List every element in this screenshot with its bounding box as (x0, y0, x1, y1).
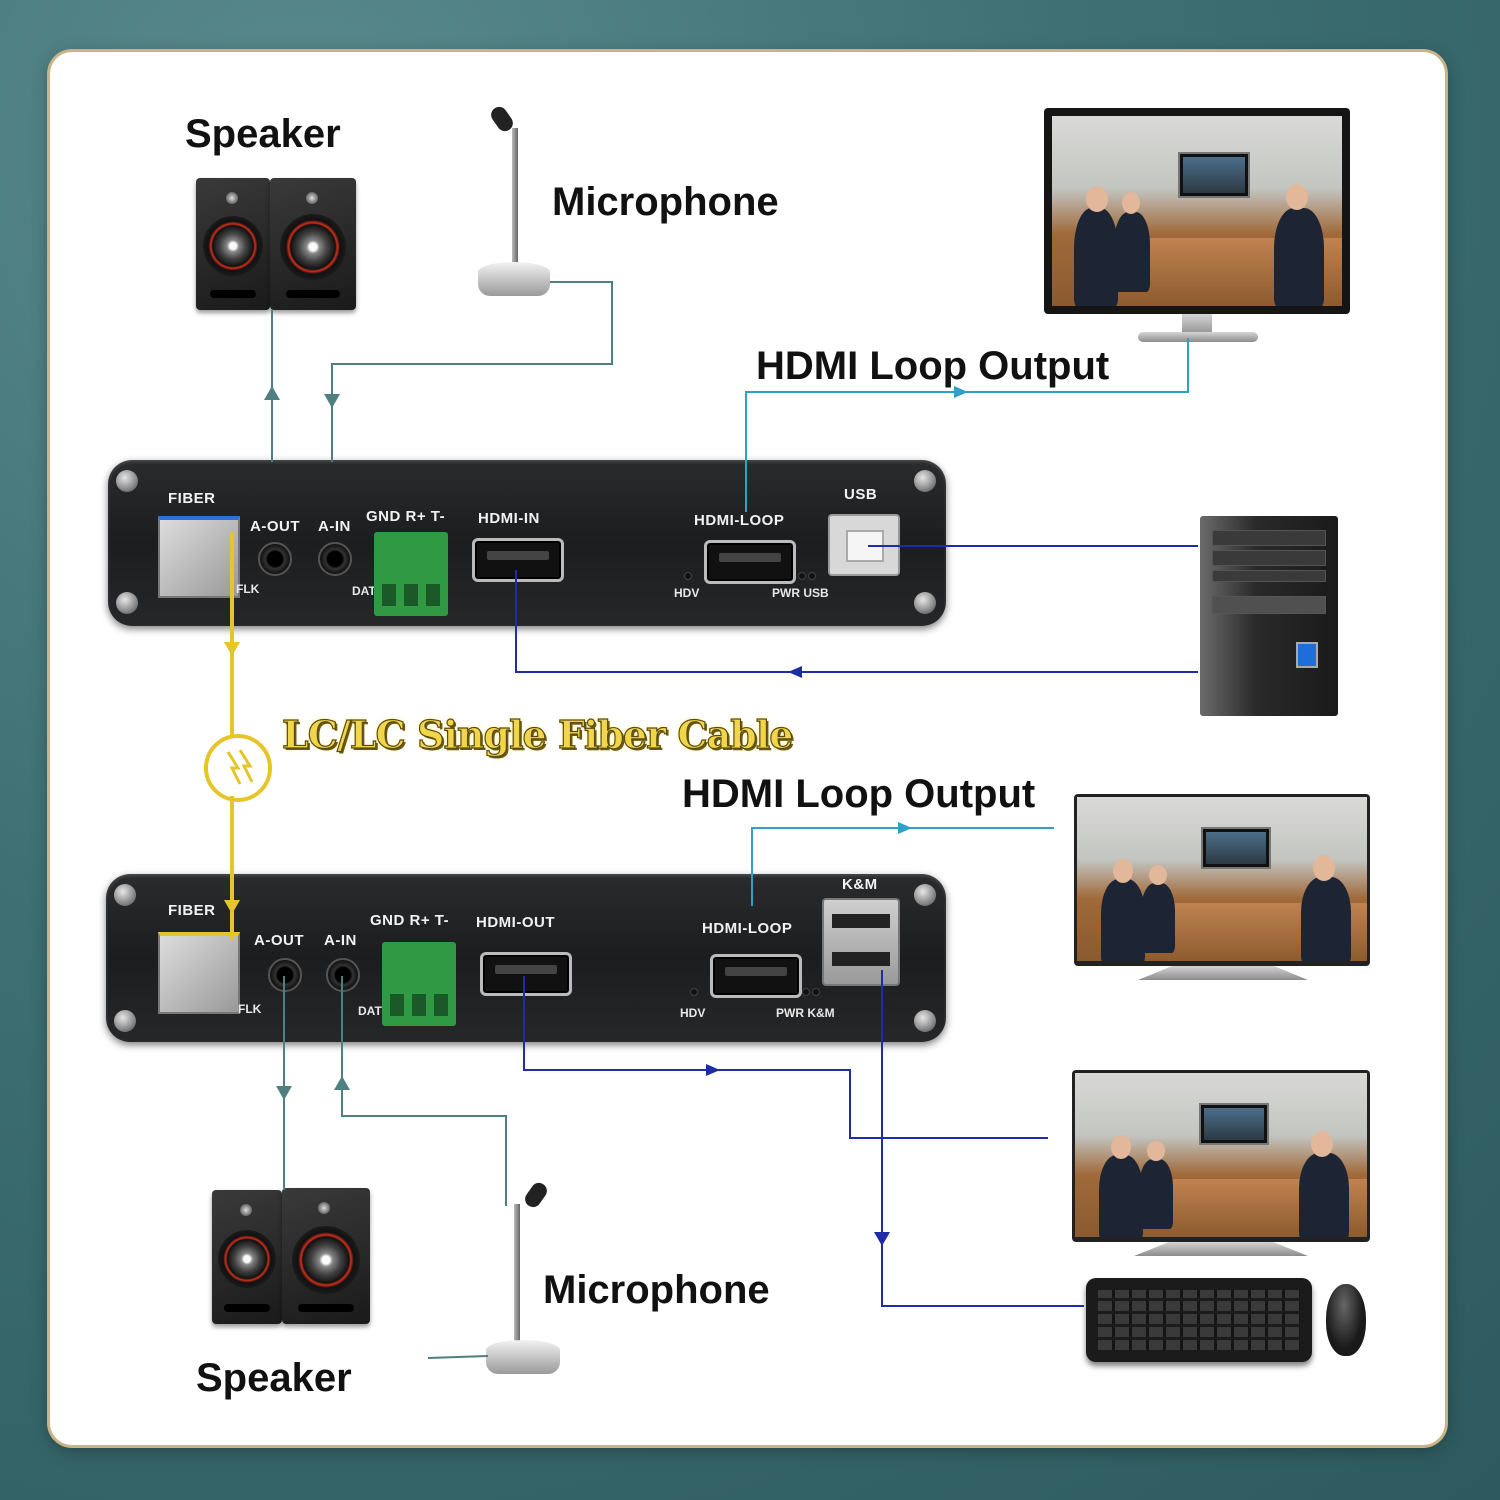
a-out-label: A-OUT (250, 518, 300, 535)
hdmi-loop-label: HDMI-LOOP (694, 512, 785, 529)
bottom-microphone-label: Microphone (543, 1268, 770, 1312)
hdv-label: HDV (674, 586, 700, 600)
hdmi-loop-label: HDMI-LOOP (702, 920, 793, 937)
hdmi-in-port (472, 538, 564, 582)
top-transmitter-panel: FIBER FLK A-OUT A-IN DAT GND R+ T- HDMI-… (108, 460, 946, 626)
keyboard-icon (1086, 1278, 1312, 1362)
hdmi-loop-port (704, 540, 796, 584)
fiber-cable-label: LC/LC Single Fiber Cable (281, 711, 794, 757)
terminal-label: GND R+ T- (370, 912, 450, 929)
hdmi-loop-port (710, 954, 802, 998)
fiber-sfp-port (158, 516, 240, 598)
usb-a-ports (822, 898, 900, 986)
dat-label: DAT (352, 584, 376, 598)
mouse-icon (1326, 1284, 1366, 1356)
pwr-km-label: PWR K&M (776, 1006, 835, 1020)
usb-b-port (828, 514, 900, 576)
fiber-sfp-port (158, 932, 240, 1014)
usb-label: USB (844, 486, 878, 503)
top-hdmi-loop-output-label: HDMI Loop Output (756, 344, 1110, 388)
a-out-label: A-OUT (254, 932, 304, 949)
a-in-jack (326, 958, 360, 992)
hdv-label: HDV (680, 1006, 706, 1020)
flk-label: FLK (238, 1002, 262, 1016)
fiber-port-label: FIBER (168, 902, 216, 919)
fiber-port-label: FIBER (168, 490, 216, 507)
top-speaker-label: Speaker (185, 112, 341, 156)
bottom-receiver-panel: FIBER FLK A-OUT A-IN DAT GND R+ T- HDMI-… (106, 874, 946, 1042)
hdmi-out-port (480, 952, 572, 996)
hdmi-in-label: HDMI-IN (478, 510, 540, 527)
fiber-lightning-icon (204, 734, 272, 802)
bottom-hdmi-loop-output-label: HDMI Loop Output (682, 772, 1036, 816)
a-out-jack (258, 542, 292, 576)
pwr-usb-label: PWR USB (772, 586, 829, 600)
a-out-jack (268, 958, 302, 992)
dat-label: DAT (358, 1004, 382, 1018)
terminal-block (374, 532, 448, 616)
terminal-label: GND R+ T- (366, 508, 446, 525)
km-label: K&M (842, 876, 878, 893)
bottom-speaker-label: Speaker (196, 1356, 352, 1400)
flk-label: FLK (236, 582, 260, 596)
a-in-label: A-IN (324, 932, 357, 949)
hdmi-out-label: HDMI-OUT (476, 914, 555, 931)
a-in-label: A-IN (318, 518, 351, 535)
terminal-block (382, 942, 456, 1026)
a-in-jack (318, 542, 352, 576)
top-microphone-label: Microphone (552, 180, 779, 224)
